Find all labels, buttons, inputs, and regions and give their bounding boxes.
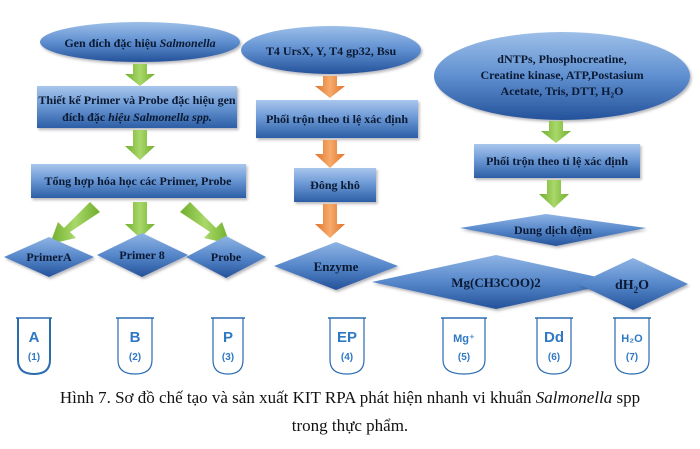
tube-number: (3) — [222, 352, 234, 363]
enzymes-ellipse — [241, 26, 421, 74]
diamond-probe — [186, 236, 266, 278]
mix-box-col3 — [474, 144, 640, 178]
green-arrow-2 — [125, 130, 155, 160]
tube-number: (5) — [458, 352, 470, 363]
freeze-dry-text: Đông khô — [310, 178, 360, 192]
tube-outline — [536, 318, 572, 375]
tube-number: (7) — [626, 352, 638, 363]
design-primer-line1: Thiết kế Primer và Probe đặc hiệu gen — [38, 93, 236, 107]
figure-caption: Hình 7. Sơ đồ chế tạo và sản xuất KIT RP… — [0, 384, 700, 440]
enzymes-text: T4 UrsX, Y, T4 gp32, Bsu — [266, 44, 397, 58]
flow-diagram: Gen đích đặc hiệu Salmonella Thiết kế Pr… — [4, 22, 690, 376]
tube-label: A — [29, 329, 40, 346]
tube-outline — [329, 318, 365, 375]
diamond-mg — [372, 255, 620, 309]
tube-label: Mg⁺ — [453, 333, 475, 345]
tube-label: H₂O — [621, 333, 643, 345]
tube-number: (6) — [548, 352, 560, 363]
tube-1: A (1) — [16, 317, 52, 376]
buffer-solution-shape — [460, 214, 646, 246]
tube-number: (4) — [341, 352, 353, 363]
tubes-row: A (1) B (2) P (3) EP (4) Mg⁺ (5) Dd (6) H₂O (7) — [16, 317, 651, 376]
design-primer-box — [37, 86, 237, 128]
buffer-components-ellipse — [434, 32, 690, 120]
green-arrow-probe — [180, 202, 230, 244]
tube-label: P — [223, 329, 233, 346]
green-arrow-4 — [539, 180, 569, 208]
green-arrow-primer-b — [125, 202, 155, 238]
diamond-primer-a — [4, 237, 94, 277]
gene-target-ellipse — [40, 22, 240, 62]
tube-4: EP (4) — [328, 317, 366, 375]
orange-arrow-1 — [315, 76, 345, 98]
diamond-mg-text: Mg(CH3COO)2 — [451, 275, 541, 290]
gene-target-text: Gen đích đặc hiệu Salmonella — [64, 36, 215, 50]
green-arrow-primer-a — [50, 202, 100, 244]
tube-7: H₂O (7) — [613, 317, 651, 375]
tube-6: Dd (6) — [535, 317, 573, 375]
tube-2: B (2) — [116, 317, 154, 375]
diamond-enzyme-text: Enzyme — [314, 259, 359, 274]
tube-label: Dd — [544, 329, 564, 346]
design-primer-line2: đích đặc hiệu Salmonella spp. — [62, 110, 212, 124]
synthesis-box — [31, 164, 246, 198]
buffer-line-2: Creatine kinase, ATP,Postasium — [480, 68, 643, 82]
green-arrow-3 — [541, 121, 571, 143]
tube-3: P (3) — [211, 317, 245, 375]
tube-outline — [442, 318, 486, 375]
diamond-primer-b-text: Primer 8 — [119, 248, 164, 262]
diamond-probe-text: Probe — [211, 250, 242, 264]
tube-label: B — [130, 329, 141, 346]
buffer-solution-text: Dung dịch đệm — [514, 223, 592, 237]
diamond-enzyme — [274, 242, 398, 290]
buffer-line-1: dNTPs, Phosphocreatine, — [497, 52, 626, 66]
tube-label: EP — [337, 329, 357, 346]
orange-arrow-2 — [315, 140, 345, 168]
diamond-dh2o-text: dH2O — [615, 278, 649, 295]
freeze-dry-box — [294, 168, 376, 202]
tube-outline — [614, 318, 650, 375]
mix-box-col2 — [256, 100, 418, 138]
caption-line-2: trong thực phẩm. — [291, 416, 409, 435]
synthesis-text: Tổng hợp hóa học các Primer, Probe — [45, 174, 233, 188]
tube-number: (1) — [28, 352, 40, 363]
tube-outline — [117, 318, 153, 375]
diamond-primer-a-text: PrimerA — [26, 250, 72, 264]
mix-text-col2: Phối trộn theo tỉ lệ xác định — [266, 112, 408, 126]
tube-number: (2) — [129, 352, 141, 363]
caption-line-1: Hình 7. Sơ đồ chế tạo và sản xuất KIT RP… — [59, 388, 641, 407]
mix-text-col3: Phối trộn theo tỉ lệ xác định — [486, 154, 628, 168]
diamond-dh2o — [578, 258, 688, 310]
tube-5: Mg⁺ (5) — [441, 317, 487, 375]
buffer-line-3: Acetate, Tris, DTT, H₂O — [501, 84, 624, 98]
orange-arrow-3 — [315, 204, 345, 238]
green-arrow-1 — [125, 64, 155, 86]
tube-outline — [212, 318, 244, 375]
diamond-primer-b — [97, 233, 188, 277]
tube-outline — [17, 318, 51, 376]
